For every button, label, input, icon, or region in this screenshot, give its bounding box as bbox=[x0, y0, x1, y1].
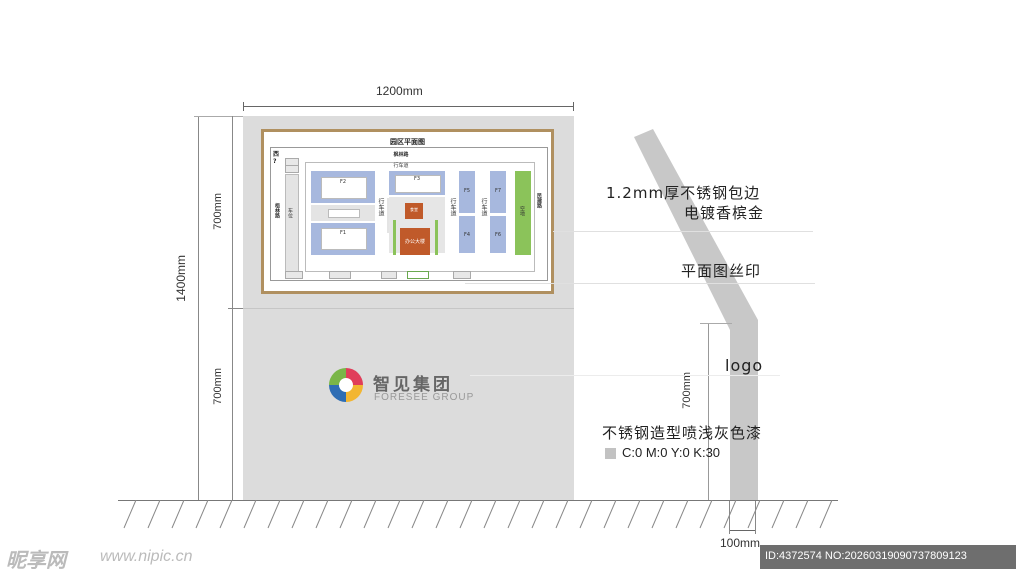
road-right-label: 行车道 bbox=[480, 198, 487, 216]
building-f7 bbox=[490, 171, 506, 213]
upper-height-label: 700mm bbox=[212, 193, 224, 230]
note-print: 平面图丝印 bbox=[681, 262, 762, 280]
watermark-id: ID:4372574 NO:20260319090737809123 bbox=[765, 550, 967, 562]
building-f6-label: F6 bbox=[494, 232, 502, 238]
road-top-label: 行车道 bbox=[393, 163, 409, 169]
building-f4-label: F4 bbox=[463, 232, 471, 238]
top-road-label: 枫林路 bbox=[393, 152, 409, 158]
bottom-tag-1 bbox=[285, 271, 303, 279]
bottom-tag-3 bbox=[381, 271, 397, 279]
total-height-label: 1400mm bbox=[174, 255, 188, 302]
map-area: 枫林路 西? 梧林路 民建路 车位 行车道 F2 F1 行车道 F3 食堂 bbox=[270, 147, 548, 281]
map-title: 园区平面图 bbox=[390, 138, 425, 146]
tag-top-left-2 bbox=[285, 165, 299, 173]
side-height-line bbox=[708, 323, 709, 500]
building-f4 bbox=[459, 216, 475, 253]
building-f2-label: F2 bbox=[339, 179, 347, 185]
building-f5 bbox=[459, 171, 475, 213]
watermark-url: www.nipic.cn bbox=[100, 548, 193, 565]
building-f3-label: F3 bbox=[413, 176, 421, 182]
building-f5-label: F5 bbox=[463, 188, 471, 194]
left-road-label: 梧林路 bbox=[274, 203, 280, 218]
office-building bbox=[400, 228, 430, 255]
note-edge-line1: 1.2mm厚不锈钢包边 bbox=[606, 184, 761, 202]
building-f1-label: F1 bbox=[339, 230, 347, 236]
canteen-label: 食堂 bbox=[410, 207, 418, 212]
note-logo: logo bbox=[725, 356, 764, 375]
office-building-label: 办公大楼 bbox=[404, 239, 425, 245]
right-road-label: 民建路 bbox=[536, 193, 542, 208]
lower-height-label: 700mm bbox=[212, 368, 224, 405]
road-left-label: 行车道 bbox=[377, 198, 384, 216]
side-height-label: 700mm bbox=[681, 372, 693, 409]
bottom-tag-4 bbox=[407, 271, 429, 279]
logo-subtitle: FORESEE GROUP bbox=[374, 392, 475, 403]
total-height-line bbox=[198, 116, 199, 500]
open-space bbox=[515, 171, 531, 255]
building-f7-label: F7 bbox=[494, 188, 502, 194]
watermark-id-bar bbox=[760, 545, 1016, 569]
map-board: 园区平面图 枫林路 西? 梧林路 民建路 车位 行车道 F2 F1 行车道 F3… bbox=[264, 132, 551, 291]
watermark-brand: 昵享网 bbox=[6, 548, 66, 572]
logo-mark bbox=[329, 368, 363, 402]
ground-line bbox=[118, 500, 838, 501]
road-mid-label: 行车道 bbox=[449, 198, 456, 216]
open-space-label: 空地 bbox=[519, 206, 525, 216]
canteen bbox=[405, 203, 423, 219]
west-question: ? bbox=[273, 158, 277, 165]
side-width-label: 100mm bbox=[720, 536, 761, 550]
ground-hatch bbox=[123, 500, 833, 529]
width-dimension bbox=[243, 102, 574, 111]
logo-name: 智见集团 bbox=[373, 375, 453, 395]
bottom-tag-5 bbox=[453, 271, 471, 279]
note-paint: 不锈钢造型喷浅灰色漆 bbox=[602, 424, 763, 442]
note-edge-line2: 电镀香槟金 bbox=[684, 204, 765, 222]
bottom-tag-2 bbox=[329, 271, 351, 279]
building-f6 bbox=[490, 216, 506, 253]
side-width-dim bbox=[729, 530, 755, 531]
left-parking-strip bbox=[285, 174, 299, 272]
side-profile bbox=[634, 129, 758, 500]
color-code: C:0 M:0 Y:0 K:30 bbox=[622, 445, 721, 460]
lower-panel bbox=[243, 308, 574, 501]
left-parking-label: 车位 bbox=[287, 208, 293, 218]
width-label: 1200mm bbox=[376, 84, 423, 98]
west-label: 西 bbox=[273, 151, 280, 158]
color-swatch bbox=[605, 448, 616, 459]
